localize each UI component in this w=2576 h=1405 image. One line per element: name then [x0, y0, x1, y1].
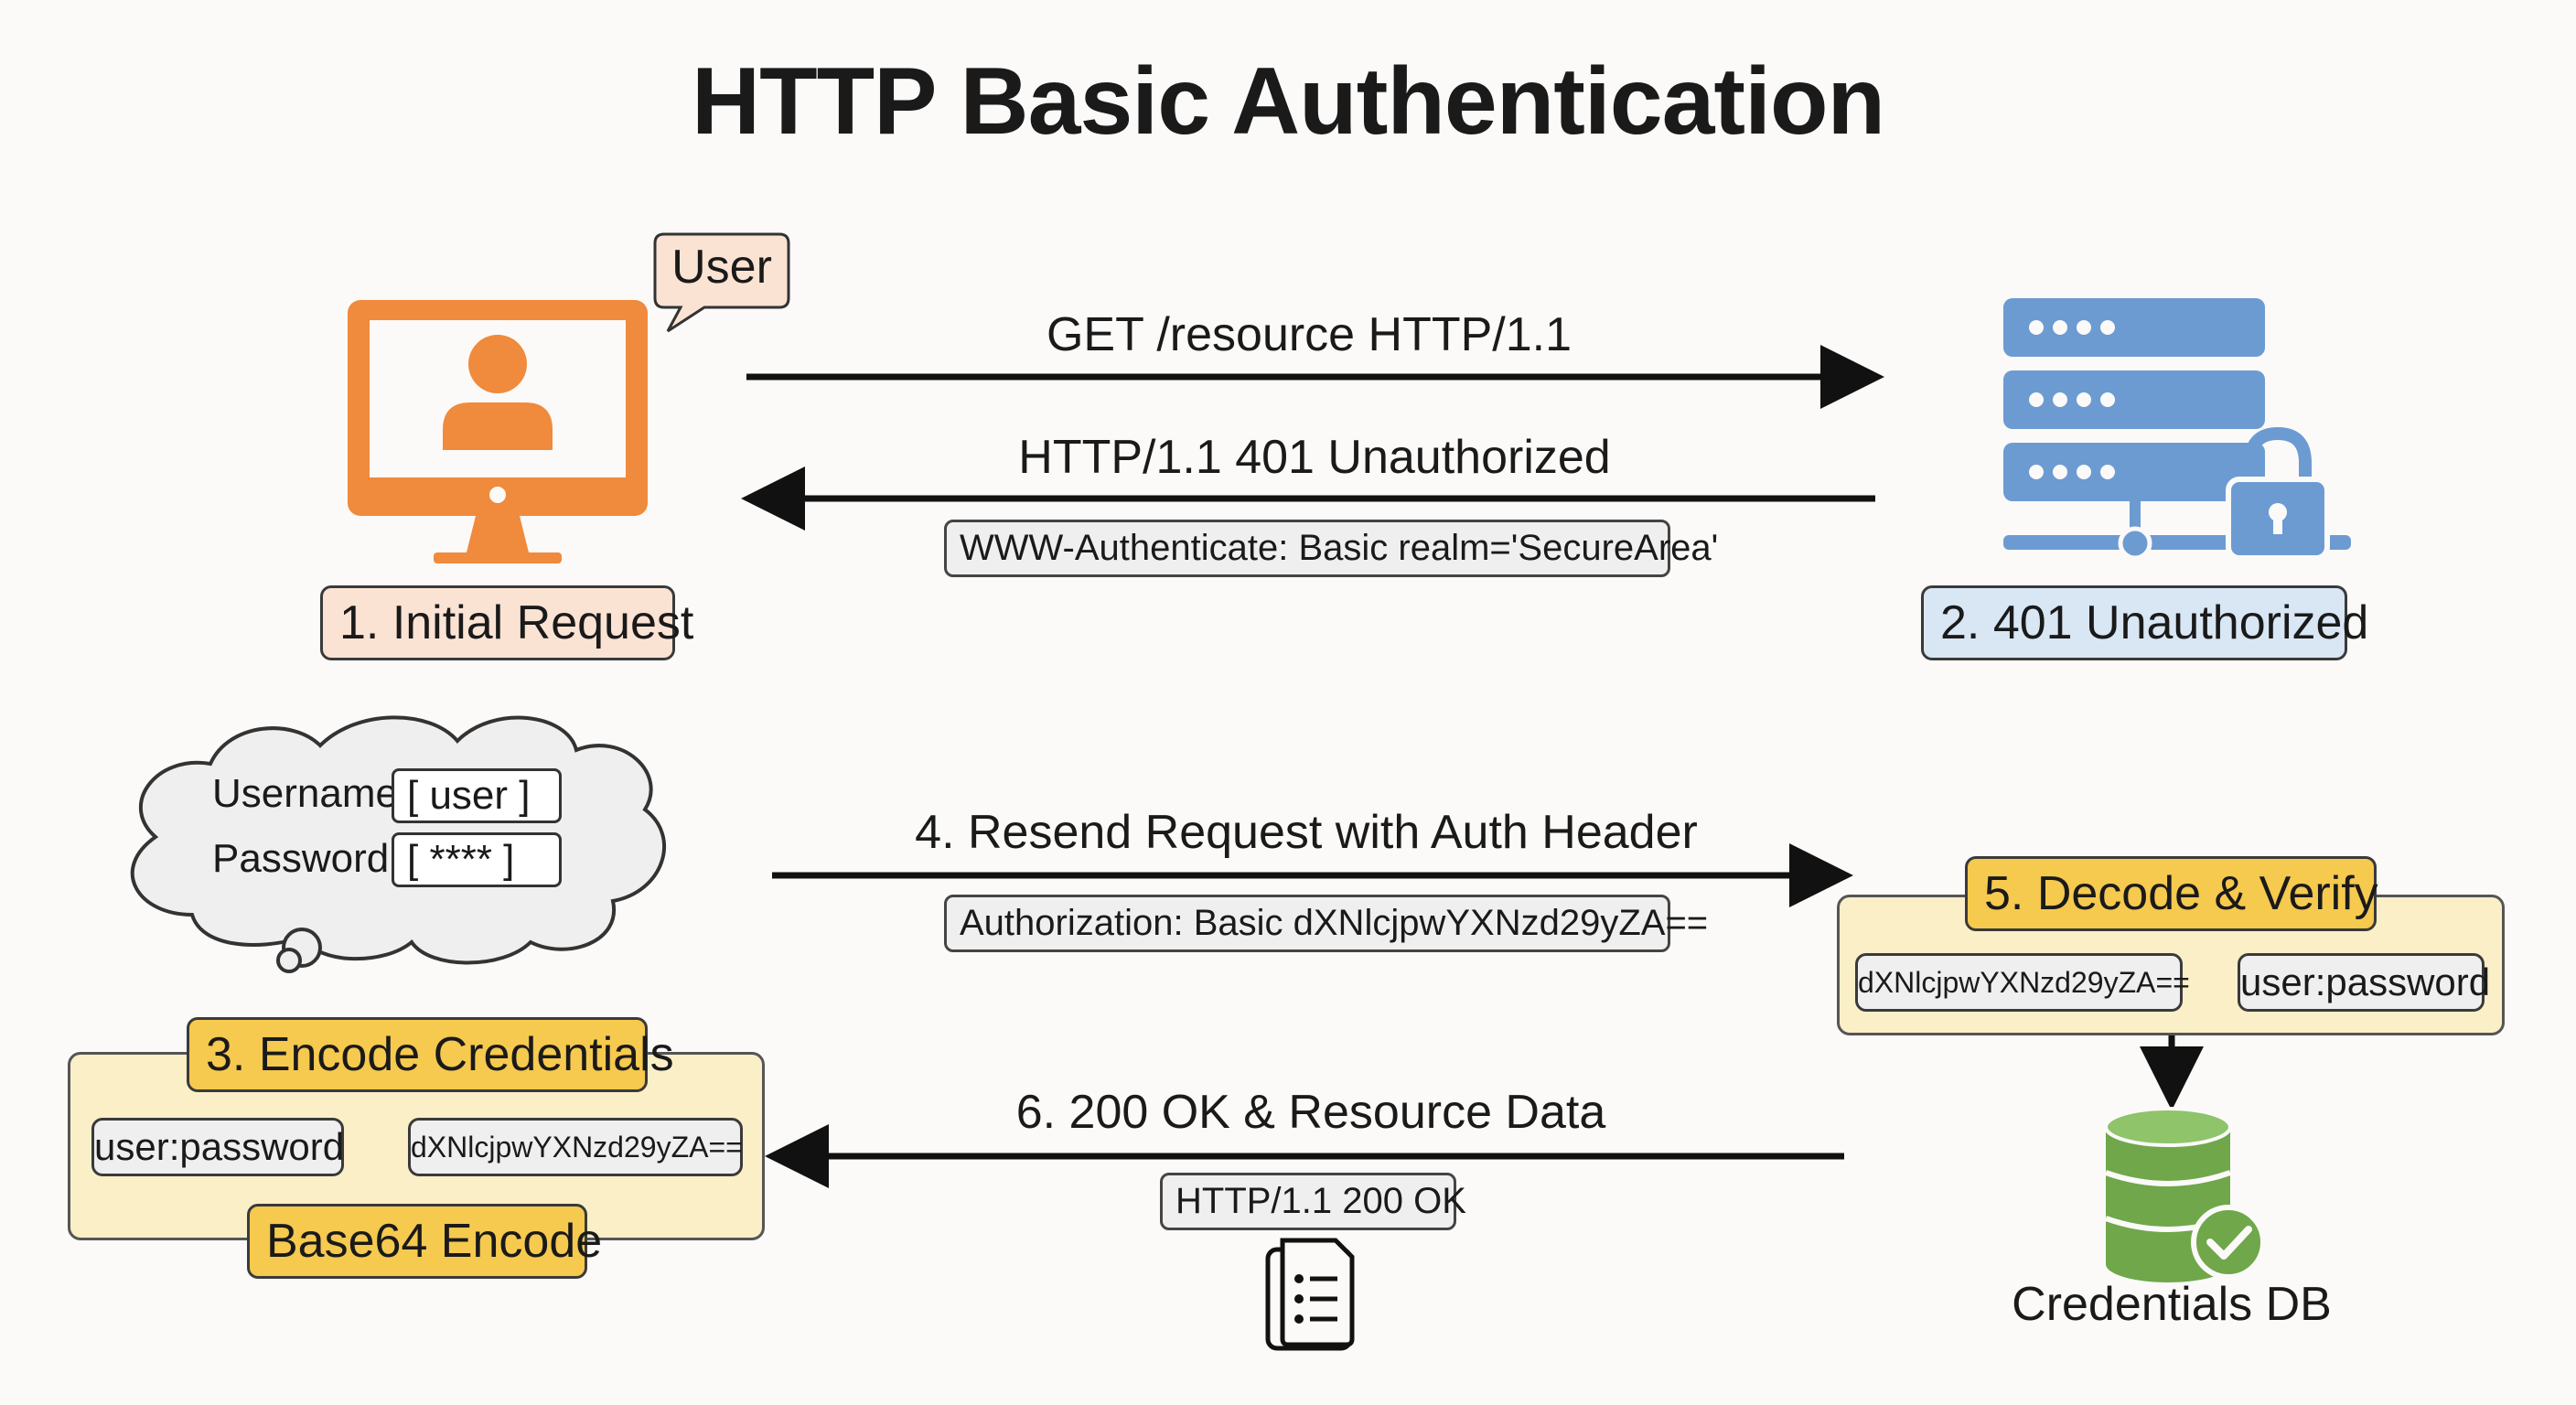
decode-plain-credentials: user:password: [2238, 953, 2490, 1012]
password-label: Password:: [212, 836, 401, 881]
step-5-label: 5. Decode & Verify: [1965, 856, 2378, 931]
www-authenticate-header: WWW-Authenticate: Basic realm='SecureAre…: [944, 520, 1718, 577]
decode-base64-input: dXNlcjpwYXNzd29yZA==: [1855, 953, 2190, 1012]
step-4-label: 4. Resend Request with Auth Header: [915, 806, 1698, 859]
user-computer-icon: [348, 300, 648, 563]
request-line-label: GET /resource HTTP/1.1: [1046, 308, 1572, 361]
password-field[interactable]: [ **** ]: [392, 832, 562, 887]
ok-status-line: HTTP/1.1 200 OK: [1160, 1173, 1466, 1230]
credentials-db-label: Credentials DB: [2012, 1278, 2332, 1331]
step-6-label: 6. 200 OK & Resource Data: [1015, 1086, 1606, 1139]
step-1-label: 1. Initial Request: [320, 585, 693, 660]
checkmark-icon: [2191, 1205, 2266, 1280]
response-401-label: HTTP/1.1 401 Unauthorized: [1018, 431, 1611, 484]
base64-encode-label: Base64 Encode: [247, 1204, 602, 1279]
user-speech-bubble: [653, 232, 790, 333]
authorization-header: Authorization: Basic dXNlcjpwYXNzd29yZA=…: [944, 895, 1708, 952]
lock-icon: [2226, 426, 2330, 561]
encode-plain-credentials: user:password: [91, 1118, 344, 1176]
username-field[interactable]: [ user ]: [392, 768, 562, 823]
page-title: HTTP Basic Authentication: [691, 48, 1885, 155]
encode-base64-output: dXNlcjpwYXNzd29yZA==: [408, 1118, 743, 1176]
user-label: User: [671, 241, 772, 294]
step-2-label: 2. 401 Unauthorized: [1921, 585, 2368, 660]
document-icon: [1265, 1238, 1355, 1351]
username-label: Username:: [212, 771, 410, 816]
step-3-label: 3. Encode Credentials: [187, 1017, 674, 1092]
